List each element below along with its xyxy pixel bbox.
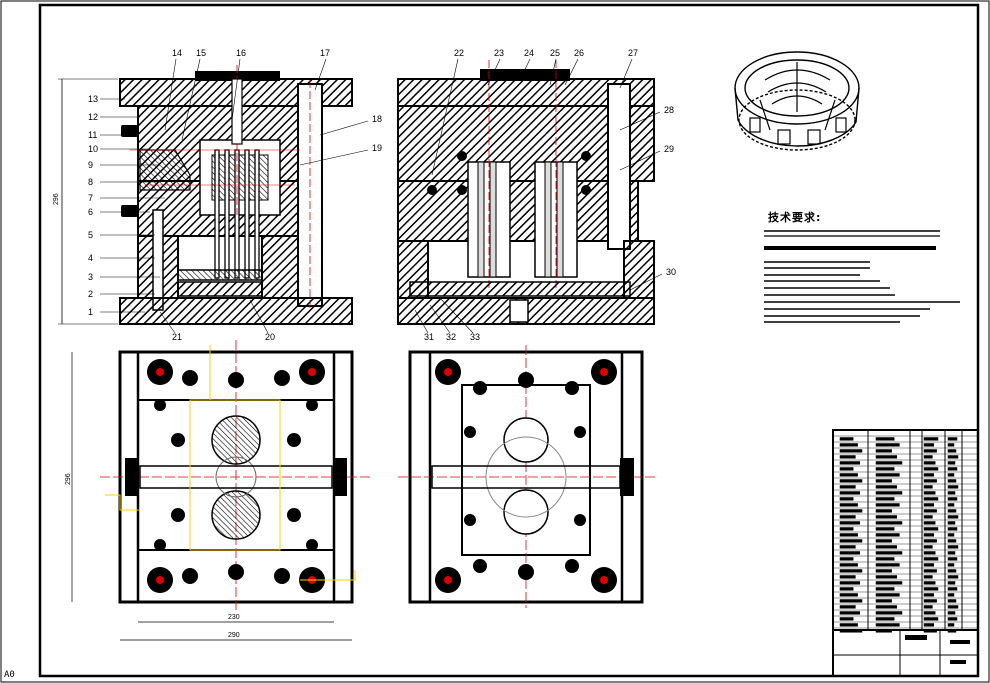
inner-frame <box>38 3 980 678</box>
left-plan-view: 230 290 296 <box>65 340 370 641</box>
callout-17: 17 <box>314 48 330 91</box>
callout-11: 11 <box>88 130 130 140</box>
ejector-plate <box>177 281 263 297</box>
title-block <box>832 429 979 677</box>
left-callouts: 1 2 3 4 5 6 7 8 9 10 11 12 13 14 15 16 1… <box>88 48 382 342</box>
return-pin <box>152 209 164 311</box>
svg-text:23: 23 <box>494 48 504 58</box>
plan-width-outer: 290 <box>228 632 240 639</box>
svg-text:25: 25 <box>550 48 560 58</box>
left-height-dim: 296 <box>53 193 60 205</box>
callout-21: 21 <box>159 311 182 342</box>
svg-text:10: 10 <box>88 144 98 154</box>
callout-7: 7 <box>88 193 165 203</box>
callout-4: 4 <box>88 253 155 263</box>
plan-height-dim: 296 <box>65 473 72 485</box>
r-locating-ring <box>480 69 570 81</box>
callout-2: 2 <box>88 289 155 299</box>
left-section-view: 2 9 6 <box>53 65 353 325</box>
callout-22: 22 <box>431 48 464 176</box>
spacer-block-right <box>261 235 299 299</box>
svg-text:4: 4 <box>88 253 93 263</box>
tech-requirements-title: 技术要求: <box>768 211 822 224</box>
svg-text:28: 28 <box>664 105 674 115</box>
svg-text:32: 32 <box>446 332 456 342</box>
svg-text:14: 14 <box>172 48 182 58</box>
callout-12: 12 <box>88 112 140 122</box>
svg-text:26: 26 <box>574 48 584 58</box>
svg-text:8: 8 <box>88 177 93 187</box>
right-plan-view <box>398 345 655 608</box>
right-callouts: 22 23 24 25 26 27 28 29 30 31 32 33 <box>414 48 676 342</box>
callout-23: 23 <box>487 48 504 86</box>
callout-20: 20 <box>249 299 275 342</box>
cavity-top <box>211 415 261 465</box>
right-section-view <box>397 60 655 325</box>
svg-text:13: 13 <box>88 94 98 104</box>
callout-18: 18 <box>319 114 382 136</box>
callout-10: 10 <box>88 144 150 154</box>
bottom-clamp-plate <box>119 297 353 325</box>
svg-text:22: 22 <box>454 48 464 58</box>
callout-19: 19 <box>299 143 382 166</box>
svg-text:19: 19 <box>372 143 382 153</box>
svg-text:3: 3 <box>88 272 93 282</box>
callout-25: 25 <box>549 48 560 86</box>
svg-text:1: 1 <box>88 307 93 317</box>
r-guide-pillar <box>607 83 631 250</box>
svg-text:20: 20 <box>265 332 275 342</box>
callout-24: 24 <box>519 48 534 81</box>
plan-width-inner: 230 <box>228 614 240 621</box>
callout-32: 32 <box>429 304 456 342</box>
callout-13: 13 <box>88 94 125 104</box>
svg-text:21: 21 <box>172 332 182 342</box>
part-isometric <box>734 51 860 151</box>
callout-16: 16 <box>231 48 246 121</box>
callout-6: 6 <box>88 207 150 217</box>
svg-text:5: 5 <box>88 230 93 240</box>
sheet-size-label: A0 <box>4 670 15 680</box>
callout-8: 8 <box>88 177 160 187</box>
ejector-retainer-plate <box>177 269 263 281</box>
svg-text:18: 18 <box>372 114 382 124</box>
callout-31: 31 <box>414 309 434 342</box>
cavity-bottom <box>211 490 261 540</box>
callout-15: 15 <box>181 48 206 141</box>
technical-requirements-notes <box>764 230 960 323</box>
svg-text:9: 9 <box>88 160 93 170</box>
callout-29: 29 <box>619 144 674 171</box>
svg-text:33: 33 <box>470 332 480 342</box>
callout-27: 27 <box>619 48 638 89</box>
svg-text:24: 24 <box>524 48 534 58</box>
callout-28: 28 <box>619 105 674 131</box>
svg-text:31: 31 <box>424 332 434 342</box>
svg-text:29: 29 <box>664 144 674 154</box>
r-b-plate <box>397 180 639 242</box>
svg-text:15: 15 <box>196 48 206 58</box>
callout-9: 9 <box>88 160 160 170</box>
callout-30: 30 <box>629 267 676 291</box>
svg-text:12: 12 <box>88 112 98 122</box>
svg-text:27: 27 <box>628 48 638 58</box>
callout-3: 3 <box>88 272 160 282</box>
svg-text:16: 16 <box>236 48 246 58</box>
svg-text:11: 11 <box>88 130 97 140</box>
callout-33: 33 <box>439 297 480 342</box>
svg-text:7: 7 <box>88 193 93 203</box>
callout-14: 14 <box>164 48 182 131</box>
svg-text:17: 17 <box>320 48 330 58</box>
svg-text:30: 30 <box>666 267 676 277</box>
svg-text:6: 6 <box>88 207 93 217</box>
callout-1: 1 <box>88 307 145 317</box>
r-ejector-plate <box>409 281 631 297</box>
callout-26: 26 <box>564 48 584 86</box>
svg-text:2: 2 <box>88 289 93 299</box>
callout-5: 5 <box>88 230 155 240</box>
